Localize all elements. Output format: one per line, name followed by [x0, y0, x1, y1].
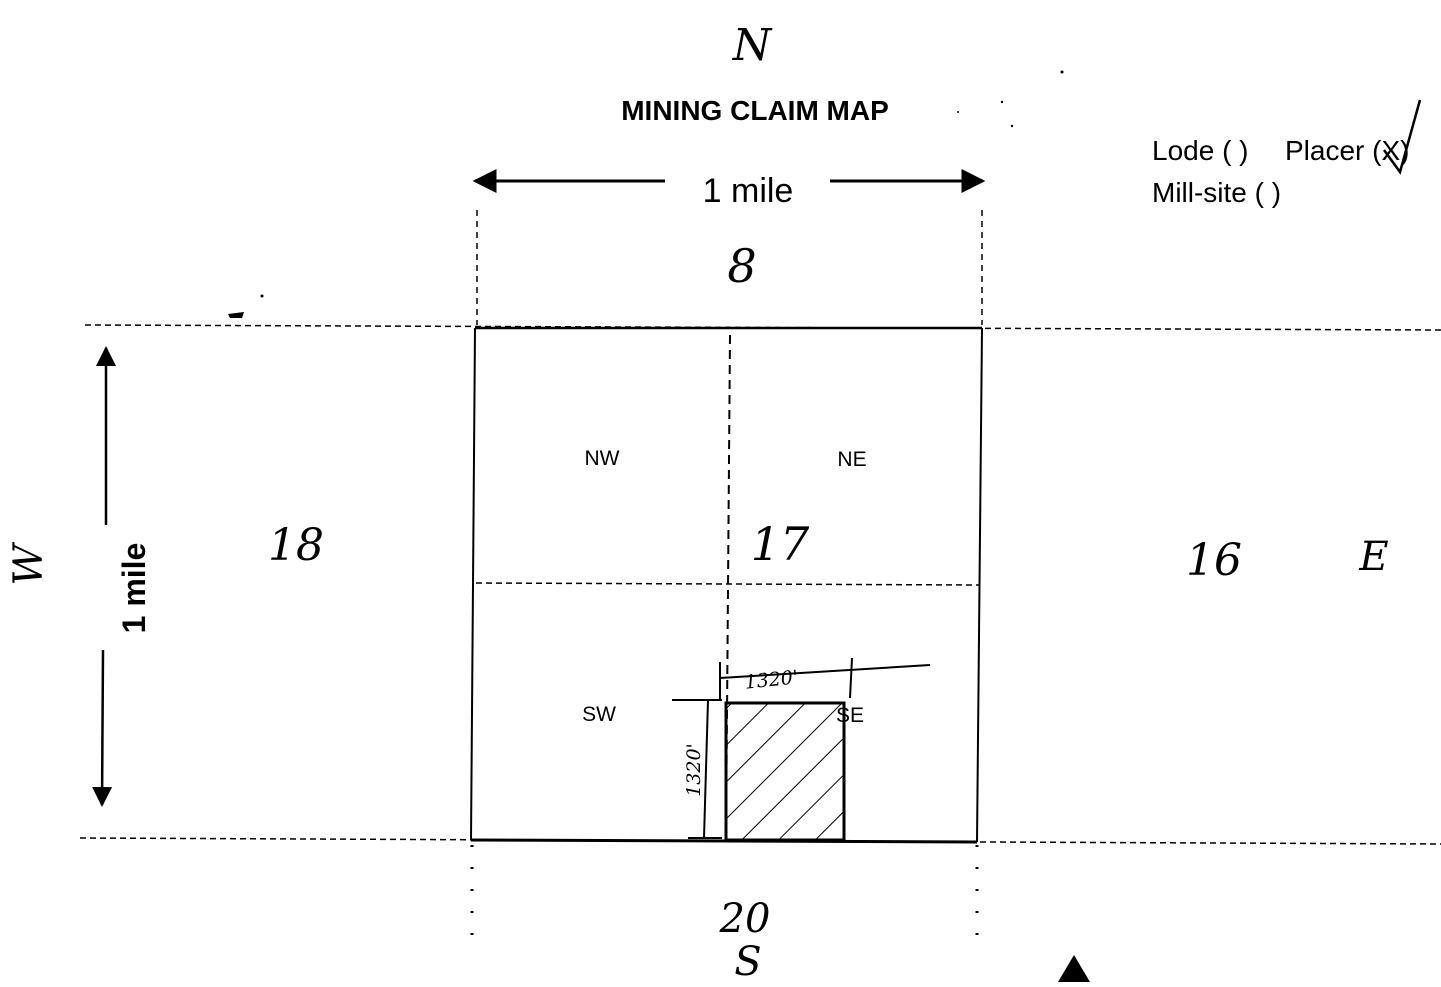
vertical-scale: 1 mile	[92, 346, 152, 807]
lode-option: Lode ( )	[1152, 135, 1249, 166]
west-label: W	[6, 542, 52, 586]
quarter-label-sw: SW	[582, 703, 616, 726]
south-label: S	[734, 939, 761, 982]
placer-check-mark	[1382, 99, 1422, 175]
claim-area	[724, 701, 846, 842]
north-arrow-icon	[1058, 955, 1090, 982]
claim-width-dimension: 1320'	[719, 657, 931, 700]
section-17-label: 17	[751, 517, 810, 571]
horizontal-scale-label: 1 mile	[703, 172, 794, 210]
claim-height-dimension: 1320'	[672, 699, 722, 839]
mill-site-option: Mill-site ( )	[1152, 177, 1281, 208]
scan-specks	[228, 70, 1064, 318]
section-18-label: 18	[268, 520, 324, 571]
vertical-scale-label: 1 mile	[116, 543, 152, 634]
section-16-label: 16	[1186, 535, 1242, 586]
section-20-label: 20	[719, 896, 771, 942]
page-title: MINING CLAIM MAP	[621, 95, 889, 126]
claim-area-outline	[724, 701, 846, 842]
east-label: E	[1358, 534, 1388, 580]
claim-height-label: 1320'	[683, 743, 705, 797]
quarter-label-se: SE	[836, 704, 864, 727]
quarter-label-nw: NW	[585, 447, 620, 470]
claim-width-label: 1320'	[744, 666, 800, 693]
section-line-top	[84, 324, 1441, 331]
north-label: N	[732, 20, 773, 71]
horizontal-scale: 1 mile	[472, 169, 986, 210]
quarter-label-ne: NE	[837, 448, 866, 471]
placer-option: Placer (X)	[1285, 135, 1409, 166]
claim-area-hatch	[726, 703, 844, 840]
vertical-scale-arrow-down	[92, 649, 113, 807]
quarter-divider-horizontal	[475, 582, 981, 586]
section-8-label: 8	[727, 239, 756, 293]
claim-type-checklist: Lode ( ) Placer (X) Mill-site ( )	[1152, 99, 1422, 208]
